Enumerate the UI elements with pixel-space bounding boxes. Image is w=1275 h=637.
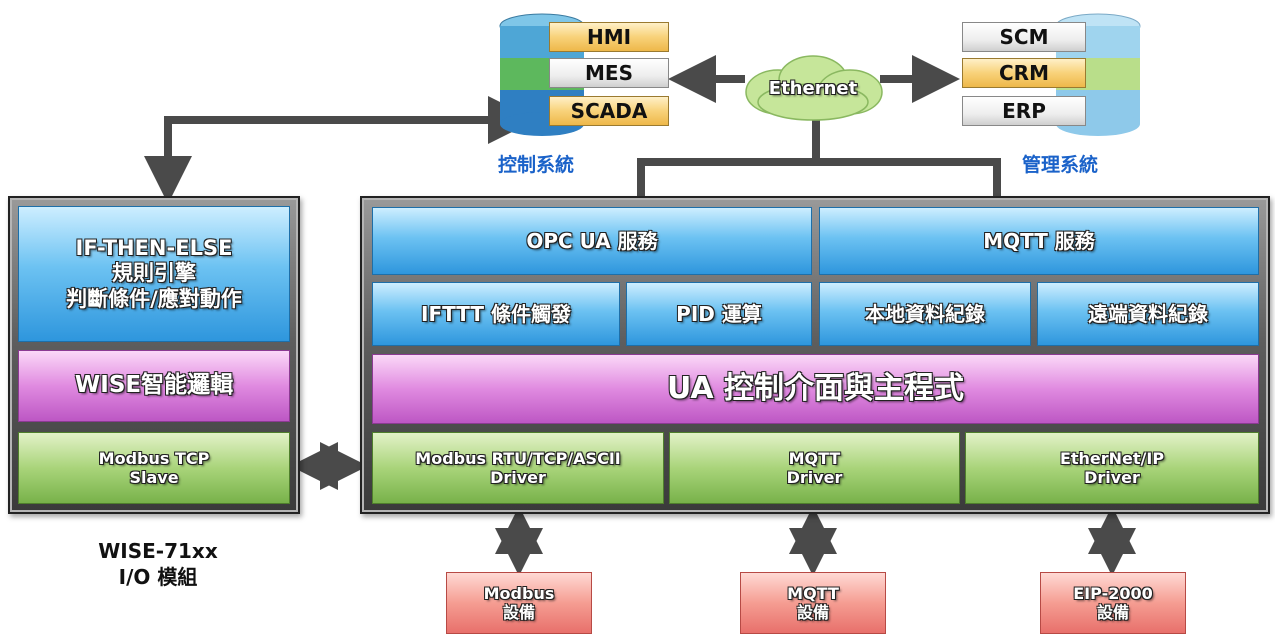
hmi-tab: HMI [549, 22, 669, 52]
management-system-stack: SCM CRM ERP [958, 12, 1143, 142]
ethernet-bus-line [637, 158, 1001, 198]
crm-tab: CRM [962, 58, 1086, 88]
ua-main-block: UA 控制介面與主程式 [372, 354, 1259, 424]
management-system-caption: 管理系統 [1022, 154, 1099, 176]
ifttt-block: IFTTT 條件觸發 [372, 282, 620, 346]
mqtt-driver-block: MQTT Driver [669, 432, 960, 504]
opc-ua-service-block: OPC UA 服務 [372, 207, 812, 275]
modbus-device-block: Modbus 設備 [446, 572, 592, 634]
pid-block: PID 運算 [626, 282, 812, 346]
remote-log-block: 遠端資料紀錄 [1037, 282, 1259, 346]
mqtt-device-block: MQTT 設備 [740, 572, 886, 634]
modbus-driver-block: Modbus RTU/TCP/ASCII Driver [372, 432, 664, 504]
erp-tab: ERP [962, 96, 1086, 126]
wise-logic-block: WISE智能邏輯 [18, 350, 290, 422]
local-log-block: 本地資料紀錄 [819, 282, 1031, 346]
rule-engine-block: IF-THEN-ELSE 規則引擎 判斷條件/應對動作 [18, 206, 290, 342]
modbus-slave-block: Modbus TCP Slave [18, 432, 290, 504]
ethernet-ip-driver-block: EtherNet/IP Driver [965, 432, 1259, 504]
scm-tab: SCM [962, 22, 1086, 52]
mes-tab: MES [549, 58, 669, 88]
eip-device-block: EIP-2000 設備 [1040, 572, 1186, 634]
cloud-icon [745, 55, 883, 121]
ethernet-cloud: Ethernet [738, 52, 888, 124]
mqtt-service-block: MQTT 服務 [819, 207, 1259, 275]
control-system-stack: HMI MES SCADA [497, 12, 677, 142]
control-system-caption: 控制系統 [498, 154, 575, 176]
scada-wise-connector [144, 116, 530, 204]
scada-tab: SCADA [549, 96, 669, 126]
ethernet-label: Ethernet [768, 78, 858, 100]
wise-module-caption: WISE-71xx I/O 模組 [98, 539, 218, 589]
